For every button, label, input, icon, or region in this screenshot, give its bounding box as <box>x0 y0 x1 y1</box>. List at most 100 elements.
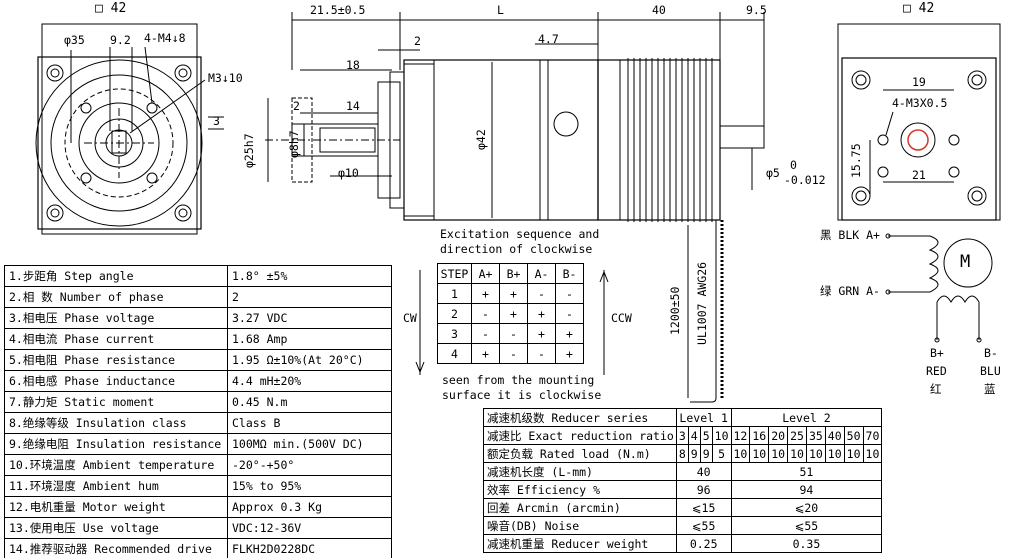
dim-40: 40 <box>652 3 666 17</box>
reducer-load-label: 额定负载 Rated load (N.m) <box>483 444 677 463</box>
spec-label: 7.静力矩 Static moment <box>4 391 228 413</box>
dim-19: 19 <box>912 75 926 89</box>
reducer-noise-row: 噪音(DB) Noise ⩽55 ⩽55 <box>483 516 883 535</box>
excitation-cell: + <box>527 303 556 324</box>
reducer-series-row: 减速机级数 Reducer series Level 1 Level 2 <box>483 408 883 427</box>
excitation-row: 4 + - - + <box>437 343 584 364</box>
reducer-ratio: 40 <box>824 426 845 445</box>
wire-grn: 绿 GRN A- <box>820 284 880 298</box>
excitation-row: 3 - - + + <box>437 323 584 344</box>
excitation-cell: - <box>499 323 528 344</box>
excitation-cell: 1 <box>437 283 472 304</box>
reducer-length-row: 减速机长度 (L-mm) 40 51 <box>483 462 883 481</box>
reducer-load: 9 <box>699 444 713 463</box>
spec-label: 5.相电阻 Phase resistance <box>4 349 228 371</box>
spec-label: 9.绝缘电阻 Insulation resistance <box>4 433 228 455</box>
dim-d25h7: φ25h7 <box>242 133 256 168</box>
reducer-ratio: 12 <box>730 426 751 445</box>
spec-label: 1.步距角 Step angle <box>4 265 228 287</box>
spec-value: Class B <box>227 412 392 434</box>
excitation-cell: - <box>499 343 528 364</box>
reducer-load: 8 <box>675 444 689 463</box>
wire-b-plus: B+ <box>930 346 944 360</box>
spec-label: 13.使用电压 Use voltage <box>4 517 228 539</box>
spec-label: 4.相电流 Phase current <box>4 328 228 350</box>
wire-b-minus: B- <box>984 346 998 360</box>
spec-label: 12.电机重量 Motor weight <box>4 496 228 518</box>
dim-sq42-right: □ 42 <box>903 1 935 16</box>
reducer-load: 10 <box>805 444 826 463</box>
reducer-ratio: 35 <box>805 426 826 445</box>
spec-value: 15% to 95% <box>227 475 392 497</box>
reducer-backlash-row: 回差 Arcmin (arcmin) ⩽15 ⩽20 <box>483 498 883 517</box>
reducer-level-2: Level 2 <box>730 408 883 427</box>
dim-2b: 2 <box>293 99 300 113</box>
spec-label: 6.相电感 Phase inductance <box>4 370 228 392</box>
excitation-cell: + <box>499 283 528 304</box>
dim-4-7: 4.7 <box>538 32 559 46</box>
reducer-load: 5 <box>711 444 732 463</box>
excitation-cell: - <box>527 283 556 304</box>
cable-length: 1200±50 <box>668 286 682 335</box>
spec-label: 3.相电压 Phase voltage <box>4 307 228 329</box>
dim-d10: φ10 <box>338 166 359 180</box>
reducer-load-row: 额定负载 Rated load (N.m) 8 9 9 5 10 10 10 1… <box>483 444 883 463</box>
spec-value: -20°-+50° <box>227 454 392 476</box>
excitation-title-2: direction of clockwise <box>440 242 593 256</box>
wire-blu-cn: 蓝 <box>984 382 996 396</box>
wire-blu: BLU <box>980 364 1001 378</box>
spec-label: 2.相 数 Number of phase <box>4 286 228 308</box>
reducer-load: 10 <box>730 444 751 463</box>
reducer-efficiency-l1: 96 <box>675 480 732 499</box>
excitation-header: A- <box>527 263 556 284</box>
dim-d42: φ42 <box>474 129 488 150</box>
motor-symbol: M <box>960 252 971 272</box>
excitation-cell: + <box>499 303 528 324</box>
dim-9-5: 9.5 <box>746 3 767 17</box>
ccw-label: CCW <box>611 311 632 325</box>
reducer-noise-label: 噪音(DB) Noise <box>483 516 677 535</box>
excitation-cell: - <box>527 343 556 364</box>
reducer-table: 减速机级数 Reducer series Level 1 Level 2 减速比… <box>483 408 883 553</box>
reducer-ratio: 3 <box>675 426 689 445</box>
reducer-efficiency-label: 效率 Efficiency % <box>483 480 677 499</box>
reducer-length-l1: 40 <box>675 462 732 481</box>
cable-type: UL1007 AWG26 <box>695 261 709 345</box>
spec-value: Approx 0.3 Kg <box>227 496 392 518</box>
dim-d9-2: 9.2 <box>110 33 131 47</box>
spec-value: 100MΩ min.(500V DC) <box>227 433 392 455</box>
excitation-cell: + <box>471 343 500 364</box>
reducer-weight-l1: 0.25 <box>675 534 732 553</box>
spec-value: 4.4 mH±20% <box>227 370 392 392</box>
reducer-ratio: 4 <box>687 426 701 445</box>
reducer-load: 10 <box>787 444 807 463</box>
dim-21: 21 <box>912 168 926 182</box>
reducer-weight-label: 减速机重量 Reducer weight <box>483 534 677 553</box>
rotation-arrows <box>415 270 609 375</box>
reducer-series-label: 减速机级数 Reducer series <box>483 408 677 427</box>
side-view <box>265 12 765 403</box>
spec-value: 1.68 Amp <box>227 328 392 350</box>
excitation-header: B- <box>555 263 584 284</box>
dim-d8h7: φ8h7 <box>287 130 301 158</box>
reducer-noise-l1: ⩽55 <box>675 516 732 535</box>
dim-21-5: 21.5±0.5 <box>310 3 366 17</box>
excitation-cell: 2 <box>437 303 472 324</box>
reducer-ratio-label: 减速比 Exact reduction ratio <box>483 426 677 445</box>
reducer-load: 10 <box>749 444 770 463</box>
reducer-load: 10 <box>862 444 883 463</box>
excitation-cell: - <box>471 323 500 344</box>
excitation-cell: + <box>555 323 584 344</box>
excitation-cell: 4 <box>437 343 472 364</box>
excitation-cell: + <box>555 343 584 364</box>
